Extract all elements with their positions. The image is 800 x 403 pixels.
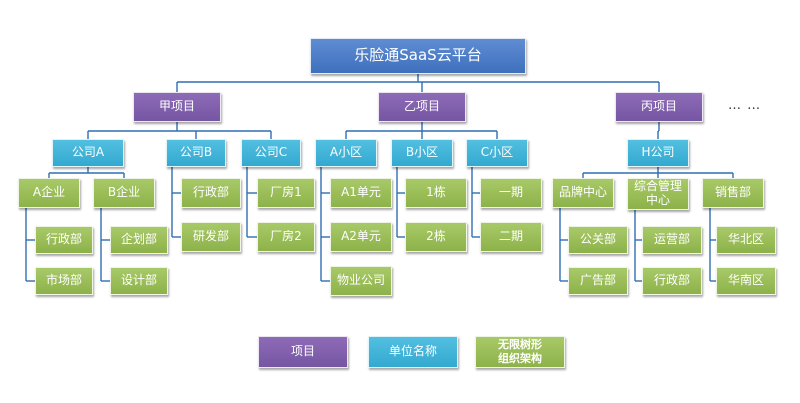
project-node-yi: 乙项目 [378, 92, 466, 122]
leaf-node-za-unit-a1: A1单元 [330, 178, 392, 208]
leaf-node-b-design: 设计部 [110, 267, 168, 295]
legend-unit-name: 单位名称 [368, 336, 458, 368]
leaf-node-a-admin: 行政部 [35, 226, 93, 254]
leaf-node-c-factory-2: 厂房2 [257, 222, 315, 252]
root-node: 乐脸通SaaS云平台 [310, 38, 526, 74]
more-projects-ellipsis: … … [728, 98, 762, 113]
project-node-jia: 甲项目 [133, 92, 221, 122]
legend-tree-line-2: 组织架构 [498, 352, 542, 365]
leaf-node-za-property: 物业公司 [330, 266, 392, 296]
leaf-node-h-brand-center: 品牌中心 [552, 178, 614, 208]
leaf-node-za-unit-a2: A2单元 [330, 222, 392, 252]
leaf-node-c-factory-1: 厂房1 [257, 178, 315, 208]
unit-node-company-c: 公司C [241, 139, 301, 167]
unit-node-zone-a: A小区 [315, 139, 377, 167]
leaf-node-mgmt-ops: 运营部 [642, 226, 702, 254]
unit-node-company-h: H公司 [627, 139, 689, 167]
leaf-node-sales-south: 华南区 [716, 267, 776, 295]
legend-project: 项目 [258, 336, 348, 368]
leaf-node-enterprise-b: B企业 [93, 178, 155, 208]
leaf-node-enterprise-a: A企业 [18, 178, 80, 208]
leaf-node-h-sales: 销售部 [702, 178, 764, 208]
leaf-node-sales-north: 华北区 [716, 226, 776, 254]
unit-node-zone-b: B小区 [391, 139, 453, 167]
leaf-node-zb-building-1: 1栋 [405, 178, 467, 208]
leaf-node-brand-ad: 广告部 [568, 267, 628, 295]
legend-tree-line-1: 无限树形 [498, 338, 542, 352]
unit-node-zone-c: C小区 [466, 139, 528, 167]
leaf-node-b-admin: 行政部 [181, 178, 241, 208]
leaf-node-b-rd: 研发部 [181, 222, 241, 252]
unit-node-company-b: 公司B [166, 139, 226, 167]
leaf-node-mgmt-admin: 行政部 [642, 267, 702, 295]
leaf-node-a-market: 市场部 [35, 267, 93, 295]
leaf-node-zc-phase-2: 二期 [480, 222, 542, 252]
leaf-node-zc-phase-1: 一期 [480, 178, 542, 208]
unit-node-company-a: 公司A [52, 139, 124, 167]
legend-tree-structure: 无限树形 组织架构 [475, 336, 565, 368]
leaf-node-zb-building-2: 2栋 [405, 222, 467, 252]
leaf-node-h-management-center: 综合管理中心 [627, 178, 689, 210]
project-node-bing: 丙项目 [615, 92, 703, 122]
leaf-node-b-planning: 企划部 [110, 226, 168, 254]
leaf-node-brand-pr: 公关部 [568, 226, 628, 254]
